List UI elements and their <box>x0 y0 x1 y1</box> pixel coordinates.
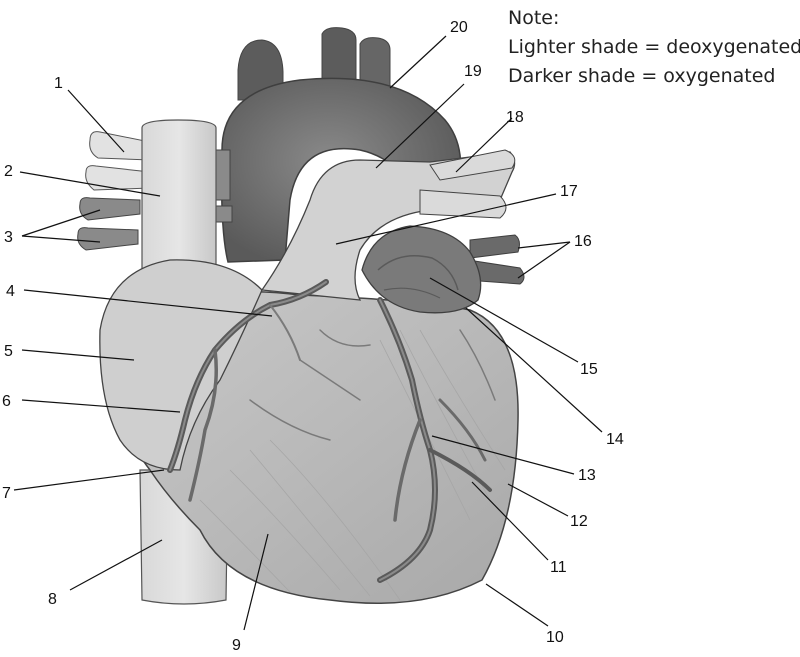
legend-note: Note: Lighter shade = deoxygenated Darke… <box>508 4 800 91</box>
leader-lines <box>13 35 603 631</box>
label-12: 12 <box>570 513 588 530</box>
legend-deoxygenated: Lighter shade = deoxygenated <box>508 36 800 58</box>
label-1: 1 <box>54 75 63 92</box>
aortic-branches <box>237 27 391 101</box>
label-16: 16 <box>574 233 592 250</box>
label-18: 18 <box>506 109 524 126</box>
pulmonary-veins <box>465 234 525 285</box>
label-3: 3 <box>4 229 13 246</box>
legend-heading: Note: <box>508 7 560 29</box>
pulmonary-trunk <box>260 151 516 301</box>
label-6: 6 <box>2 393 11 410</box>
left-pulmonary-branch <box>419 189 507 219</box>
label-5: 5 <box>4 343 13 360</box>
superior-vena-cava <box>141 119 217 301</box>
legend-oxygenated: Darker shade = oxygenated <box>508 65 776 87</box>
label-10: 10 <box>546 629 564 646</box>
coronary-vessels <box>167 279 496 583</box>
number-labels: 1 2 3 4 5 6 7 8 9 10 11 12 13 14 15 16 1… <box>2 19 624 654</box>
right-atrium <box>99 259 263 471</box>
label-4: 4 <box>6 283 15 300</box>
label-13: 13 <box>578 467 596 484</box>
label-14: 14 <box>606 431 624 448</box>
label-8: 8 <box>48 591 57 608</box>
label-19: 19 <box>464 63 482 80</box>
label-17: 17 <box>560 183 578 200</box>
label-2: 2 <box>4 163 13 180</box>
label-11: 11 <box>550 559 567 576</box>
right-pulmonary-branch <box>429 149 516 181</box>
left-auricle <box>361 225 482 314</box>
label-9: 9 <box>232 637 241 654</box>
label-15: 15 <box>580 361 598 378</box>
label-20: 20 <box>450 19 468 36</box>
label-7: 7 <box>2 485 11 502</box>
